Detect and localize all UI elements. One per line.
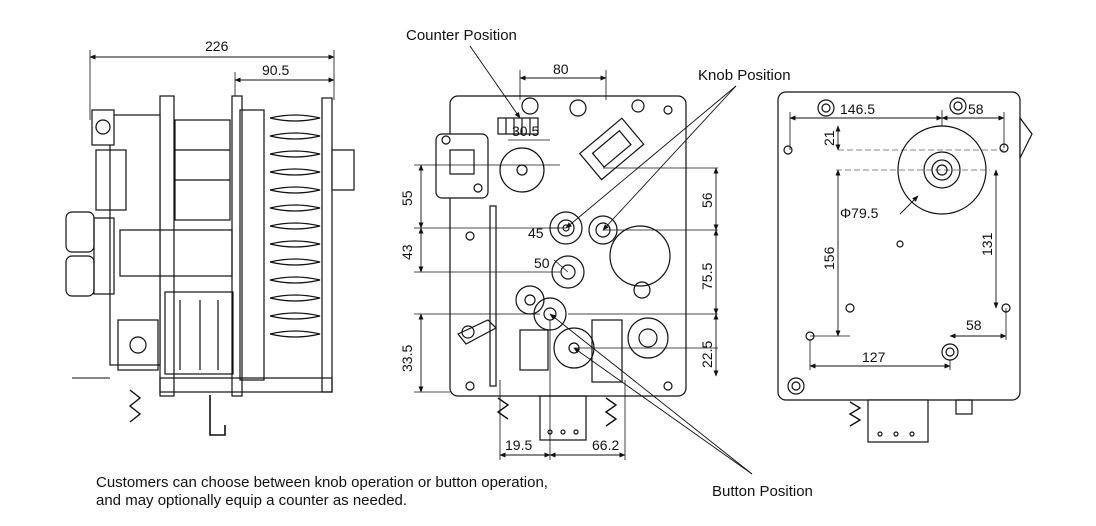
caption: Customers can choose between knob operat… (96, 474, 548, 510)
dim-right-lower: 22.5 (699, 341, 715, 368)
dim-left-middle: 43 (399, 244, 415, 260)
dim-bottom-right: 66.2 (592, 437, 619, 453)
dim-diameter: Φ79.5 (840, 205, 879, 221)
dim-inner-45: 45 (528, 225, 544, 241)
dim-right-part: 90.5 (262, 62, 289, 78)
dim-right-middle: 75.5 (699, 263, 715, 290)
dim-top-right: 58 (968, 101, 984, 117)
dim-right-upper: 56 (699, 192, 715, 208)
side-view (65, 50, 355, 436)
button-position-label: Button Position (712, 483, 813, 500)
dim-counter-offset: 30.5 (512, 123, 539, 139)
dim-inner-50: 50 (534, 255, 550, 271)
dim-top-span: 80 (553, 61, 569, 77)
dim-bottom-width: 127 (862, 349, 886, 365)
back-view (777, 91, 1033, 443)
dim-overall-width: 226 (205, 38, 229, 54)
caption-line-2: and may optionally equip a counter as ne… (96, 492, 408, 509)
dim-left-upper: 55 (399, 190, 415, 206)
main-spring (269, 114, 321, 338)
caption-line-1: Customers can choose between knob operat… (96, 474, 548, 491)
dim-right-height: 131 (979, 232, 995, 256)
knob-position-label: Knob Position (698, 67, 791, 84)
dim-top-offset: 21 (821, 130, 837, 146)
dim-left-lower: 33.5 (399, 345, 415, 372)
counter-position-label: Counter Position (406, 27, 517, 44)
dim-top-width: 146.5 (840, 101, 875, 117)
dim-left-height: 156 (821, 246, 837, 270)
front-view (414, 45, 753, 475)
dim-bottom-left: 19.5 (505, 437, 532, 453)
dim-lower-right: 58 (966, 317, 982, 333)
